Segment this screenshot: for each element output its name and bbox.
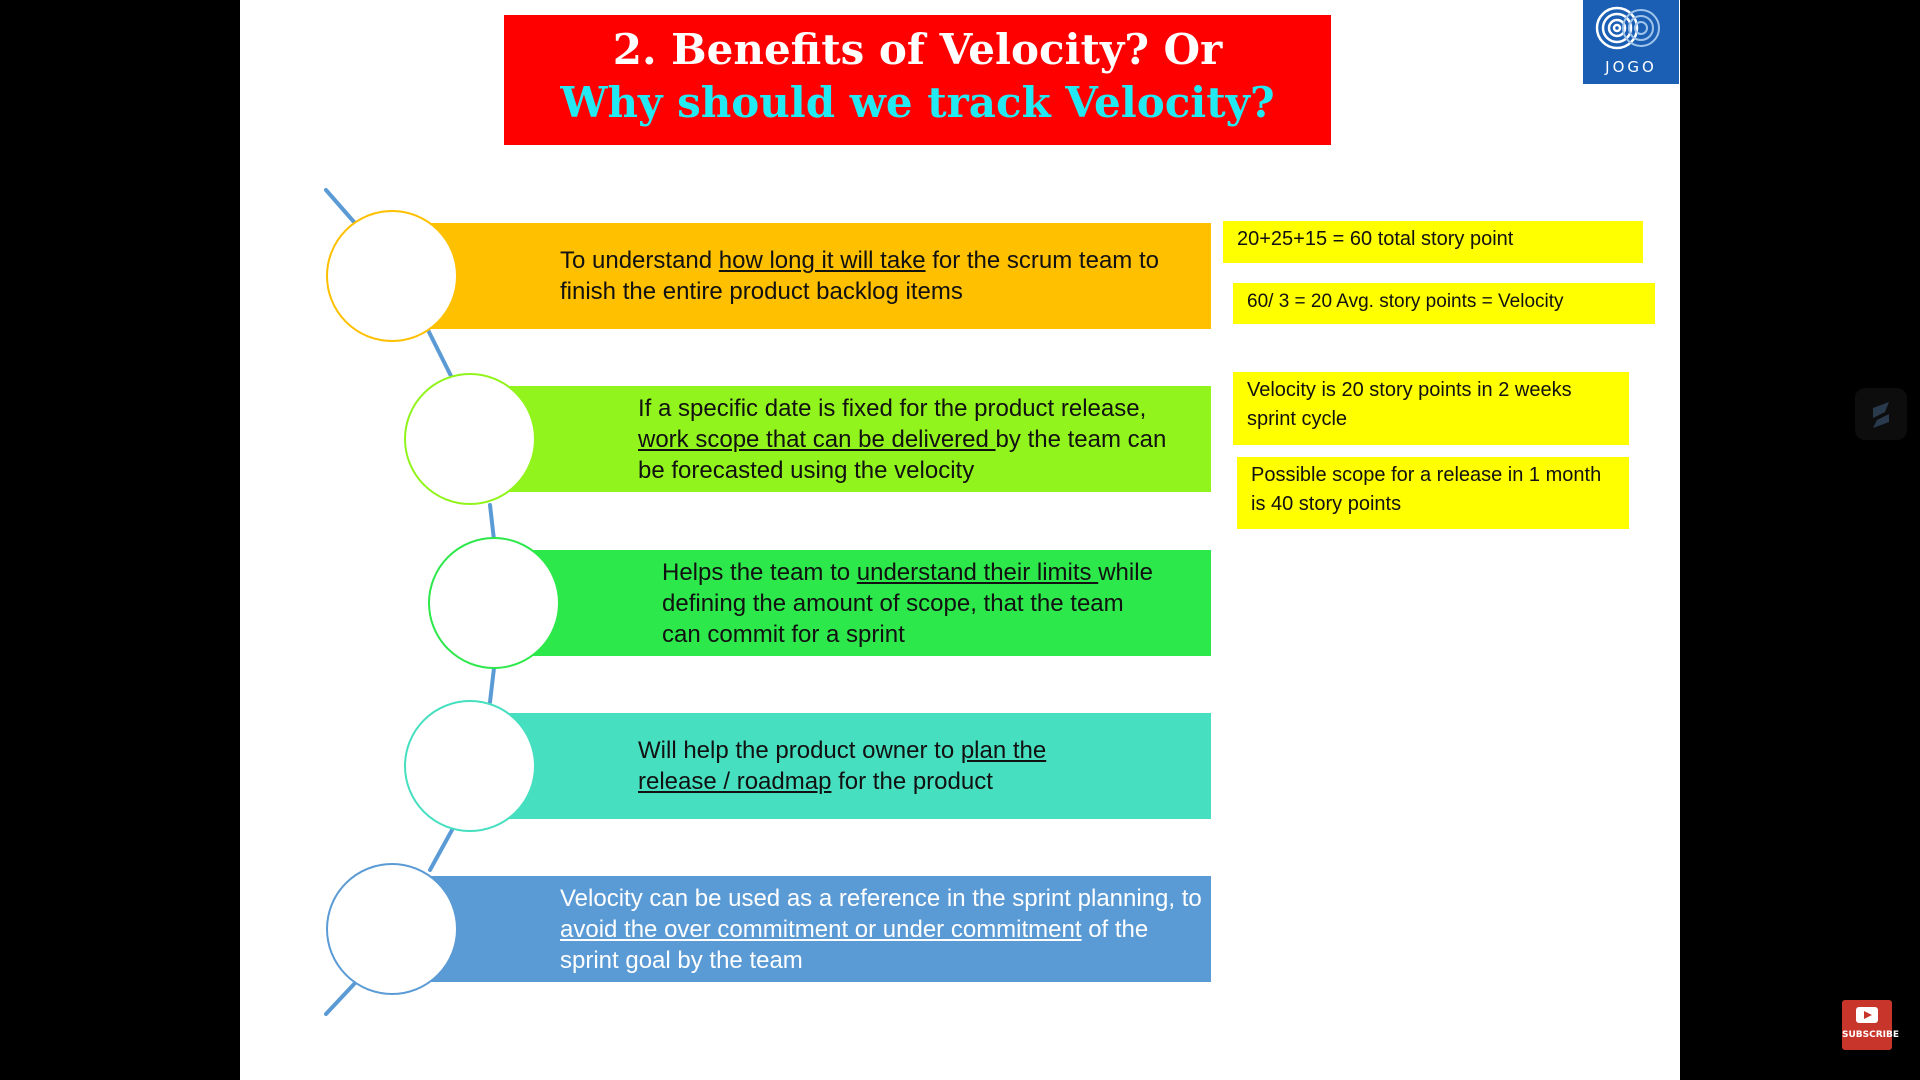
timeline-line <box>488 503 496 542</box>
benefit-text-1: To understand how long it will take for … <box>560 247 1159 305</box>
slide-title-line-1: 2. Benefits of Velocity? Or <box>612 25 1223 74</box>
jogo-logo: JOGO <box>1583 0 1679 84</box>
subscribe-label: SUBSCRIBE <box>1842 1030 1900 1040</box>
timeline-line <box>324 188 356 224</box>
velocity-note-average: 60/ 3 = 20 Avg. story points = Velocity <box>1233 283 1655 324</box>
concentric-circles-icon <box>1595 6 1660 50</box>
timeline-node-3 <box>428 537 560 669</box>
logo-wordmark: JOGO <box>1605 58 1657 76</box>
timeline-node-5 <box>326 863 458 995</box>
timeline-line <box>426 328 454 380</box>
benefit-text-4: Will help the product owner to plan the … <box>638 737 1047 795</box>
timeline-line <box>324 980 358 1016</box>
benefit-text-3: Helps the team to understand their limit… <box>662 558 1153 648</box>
benefit-bar-2: If a specific date is fixed for the prod… <box>496 386 1211 492</box>
velocity-note-release-scope: Possible scope for a release in 1 month … <box>1237 457 1629 529</box>
timeline-connector <box>324 188 496 1016</box>
benefit-bar-5: Velocity can be used as a reference in t… <box>418 876 1211 982</box>
timeline-node-4 <box>404 700 536 832</box>
benefit-text-2: If a specific date is fixed for the prod… <box>638 394 1167 484</box>
velocity-note-sprint-cycle: Velocity is 20 story points in 2 weeks s… <box>1233 372 1629 445</box>
timeline-line <box>488 666 496 704</box>
stack-logo-glyph <box>1873 402 1889 428</box>
slide-title-banner: 2. Benefits of Velocity? Or Why should w… <box>504 15 1331 145</box>
benefit-bar-4: Will help the product owner to plan the … <box>496 713 1211 819</box>
presentation-slide: 2. Benefits of Velocity? Or Why should w… <box>240 0 1680 1080</box>
slide-title-line-2: Why should we track Velocity? <box>560 78 1275 127</box>
subscribe-button[interactable]: SUBSCRIBE <box>1842 1000 1900 1050</box>
youtube-play-icon <box>1856 1007 1878 1023</box>
benefit-bar-1: To understand how long it will take for … <box>418 223 1211 329</box>
timeline-line <box>428 828 454 872</box>
benefit-text-5: Velocity can be used as a reference in t… <box>560 884 1202 974</box>
timeline-node-1 <box>326 210 458 342</box>
velocity-note-total: 20+25+15 = 60 total story point <box>1223 221 1643 263</box>
benefit-bar-3: Helps the team to understand their limit… <box>520 550 1211 656</box>
timeline-node-2 <box>404 373 536 505</box>
stack-logo-icon[interactable] <box>1855 388 1907 440</box>
